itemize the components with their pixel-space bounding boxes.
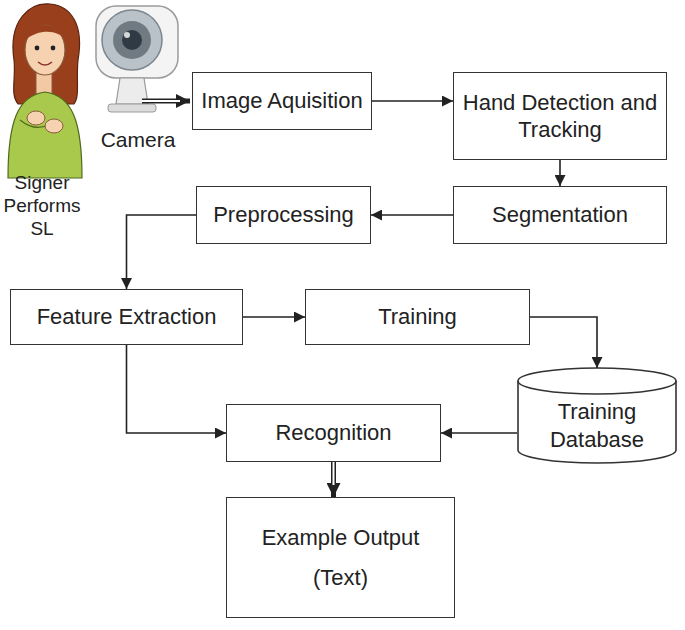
connector-inner: [333, 462, 335, 485]
process-box: Hand Detection and Tracking: [453, 72, 667, 160]
node-title: Recognition: [275, 419, 391, 447]
process-box: Segmentation: [453, 186, 667, 244]
connector-line: [127, 345, 227, 433]
cylinder-rim: [518, 381, 676, 394]
node-title: Training: [378, 303, 457, 331]
connector-line: [371, 214, 453, 216]
process-box: Preprocessing: [196, 186, 371, 244]
node-title: Image Aquisition: [201, 87, 362, 115]
connector-line: [559, 160, 561, 186]
signer-illustration: [8, 4, 82, 178]
connector-line: [243, 316, 305, 318]
node-title: Preprocessing: [213, 201, 354, 229]
node-title: Feature Extraction: [37, 303, 217, 331]
flow-arrow: [560, 160, 561, 186]
cylinder-body: [518, 368, 676, 463]
flow-arrow: [333, 462, 334, 497]
process-box: Feature Extraction: [10, 289, 243, 345]
node-title: Training Database: [517, 398, 677, 453]
camera-illustration: [96, 6, 178, 112]
illustration-label: Signer Performs SL: [0, 172, 84, 240]
node-title: Segmentation: [492, 201, 628, 229]
flow-arrow: [371, 215, 453, 216]
connector-line: [372, 100, 453, 102]
connector-line: [530, 317, 597, 368]
process-box: Training: [305, 289, 530, 345]
connector-line: [127, 215, 197, 289]
process-box: Image Aquisition: [192, 72, 372, 130]
flow-arrow: [243, 317, 305, 318]
database-cylinder: Training Database: [517, 368, 677, 463]
flow-arrow: [530, 317, 597, 368]
process-box: Example Output (Text): [226, 497, 455, 618]
process-box: Recognition: [226, 404, 441, 462]
camera-arrow: [142, 101, 190, 102]
node-title: Example Output: [262, 524, 420, 552]
connector-line: [441, 432, 517, 434]
flow-arrow: [372, 101, 453, 102]
connector-line: [331, 462, 336, 497]
node-subtext: (Text): [313, 564, 368, 592]
flow-arrow: [127, 345, 227, 433]
illustration-label: Camera: [88, 127, 188, 152]
node-title: Hand Detection and Tracking: [454, 89, 666, 144]
flow-arrow: [441, 433, 517, 434]
flow-arrow: [127, 215, 197, 289]
